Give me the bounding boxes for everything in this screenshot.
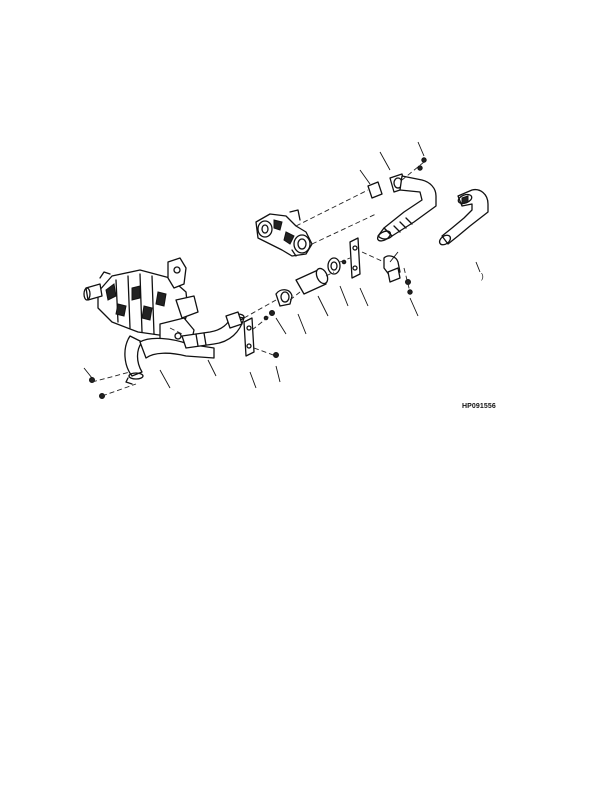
drawing-id-label: HP091556 [462,403,496,410]
tailpipe-right [438,188,489,246]
muffler-assembly [83,257,199,353]
callout-leaders [83,141,481,389]
upper-tailpipe [367,173,437,242]
alignment-lines [91,161,425,397]
turbo-manifold [255,209,313,257]
callout-number: ) [481,272,484,281]
lower-exhaust-elbow [124,335,215,385]
center-hardware [89,157,427,399]
